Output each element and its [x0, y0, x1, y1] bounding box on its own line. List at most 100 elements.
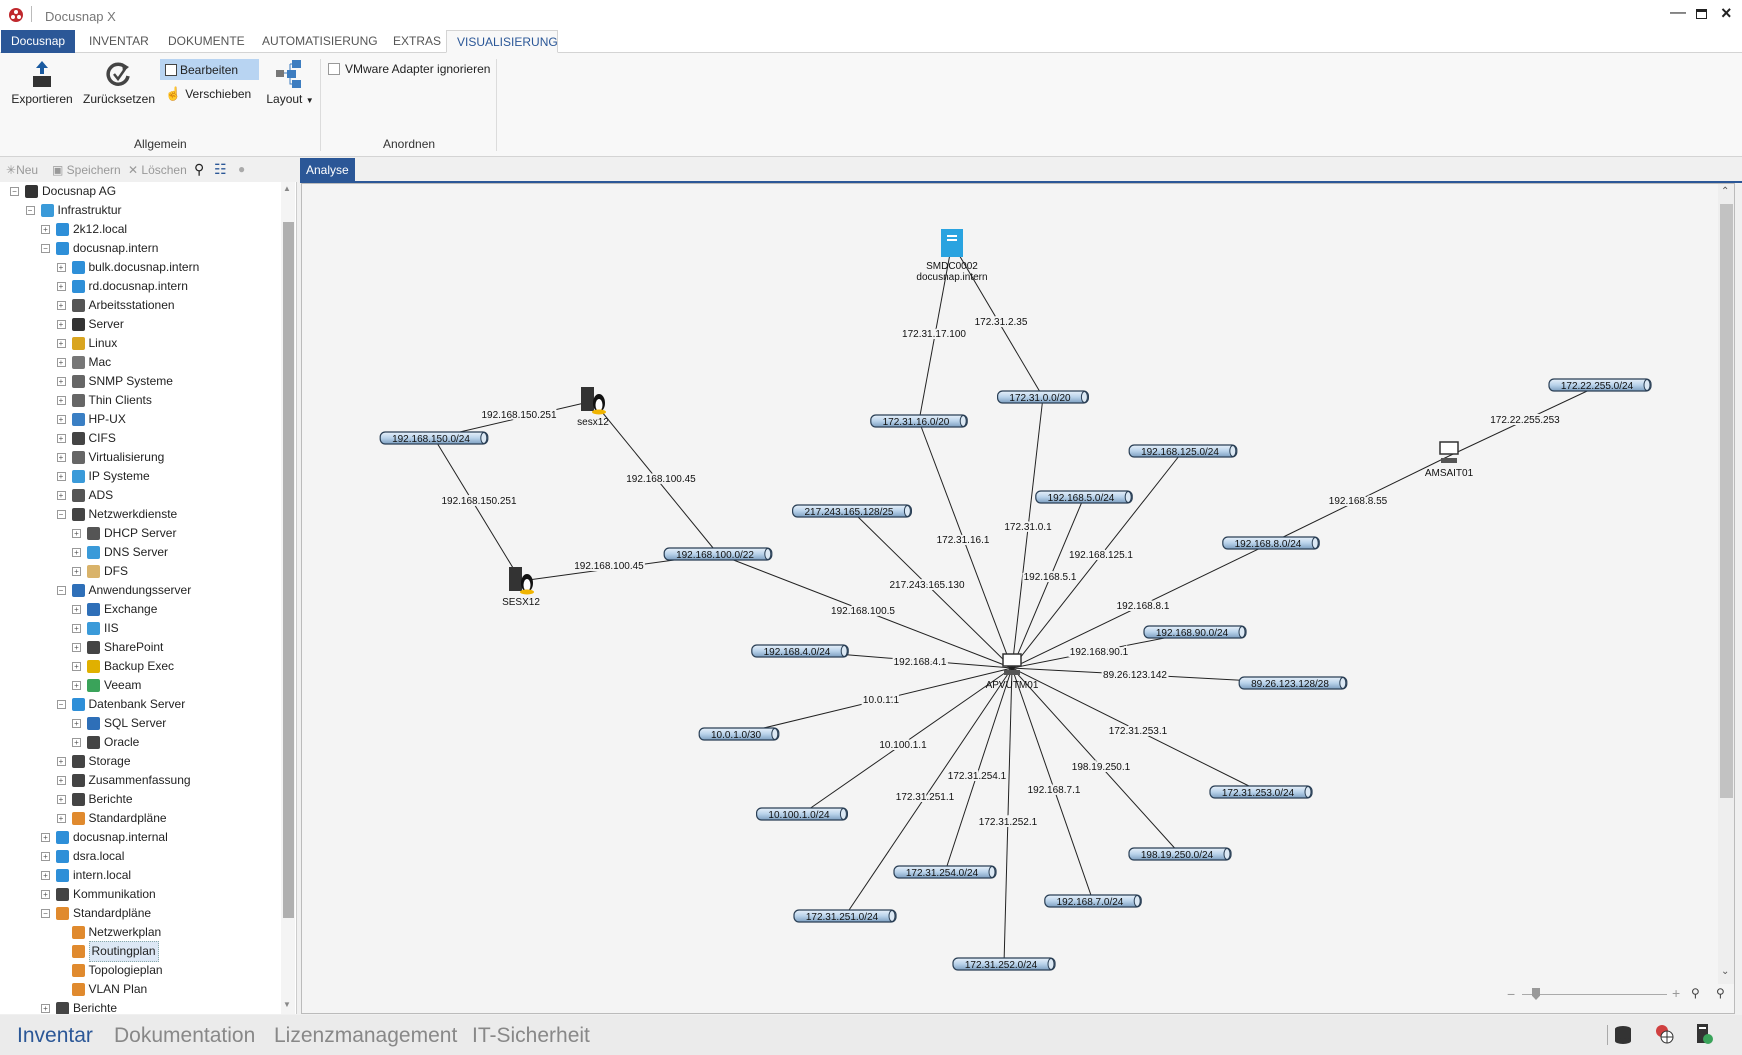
expand-icon[interactable]: +	[56, 472, 66, 481]
subnet-node[interactable]: 192.168.125.0/24	[1128, 444, 1238, 458]
tree-item[interactable]: +Linux	[56, 334, 117, 353]
tree-item[interactable]: −docusnap.intern	[41, 239, 158, 258]
subnet-node[interactable]: 192.168.5.0/24	[1035, 490, 1133, 504]
server-status-icon[interactable]	[1696, 1023, 1714, 1045]
tree-item[interactable]: +Backup Exec	[72, 657, 174, 676]
minimize-button[interactable]: —	[1670, 4, 1686, 21]
find-icon[interactable]: ☷	[214, 161, 227, 177]
host-node[interactable]: SESX12	[502, 567, 540, 608]
canvas-scrollbar[interactable]: ⌃ ⌄	[1718, 184, 1734, 984]
expand-icon[interactable]: +	[56, 301, 66, 310]
expand-icon[interactable]: +	[72, 738, 81, 747]
subnet-node[interactable]: 198.19.250.0/24	[1128, 847, 1232, 861]
collapse-icon[interactable]: −	[56, 586, 66, 595]
tree-item[interactable]: +Standardpläne	[56, 809, 167, 828]
expand-icon[interactable]: +	[56, 396, 66, 405]
tab-docusnap[interactable]: Docusnap	[1, 30, 75, 53]
collapse-icon[interactable]: −	[56, 510, 66, 519]
maximize-button[interactable]	[1696, 9, 1707, 19]
scroll-up-icon[interactable]: ▲	[283, 184, 291, 193]
subnet-node[interactable]: 172.31.0.0/20	[996, 390, 1089, 404]
vmware-ignore-checkbox[interactable]: VMware Adapter ignorieren	[328, 62, 490, 76]
tab-extras[interactable]: EXTRAS	[393, 34, 442, 48]
expand-icon[interactable]: +	[56, 776, 66, 785]
expand-icon[interactable]: +	[56, 377, 66, 386]
tab-dokumente[interactable]: DOKUMENTE	[168, 34, 245, 48]
expand-icon[interactable]: +	[56, 415, 66, 424]
subnet-node[interactable]: 10.0.1.0/30	[698, 727, 780, 741]
expand-icon[interactable]: +	[72, 662, 81, 671]
zoom-fit-icon[interactable]: ⚲	[1691, 986, 1700, 1000]
tree-item[interactable]: −Anwendungsserver	[56, 581, 191, 600]
tree-item[interactable]: +Zusammenfassung	[56, 771, 191, 790]
expand-icon[interactable]: +	[56, 795, 66, 804]
expand-icon[interactable]: +	[56, 358, 66, 367]
expand-icon[interactable]: +	[56, 491, 66, 500]
module-dokumentation[interactable]: Dokumentation	[114, 1024, 256, 1047]
expand-icon[interactable]: +	[72, 529, 81, 538]
subnet-node[interactable]: 172.31.253.0/24	[1209, 785, 1313, 799]
tree-item[interactable]: +Exchange	[72, 600, 157, 619]
subnet-node[interactable]: 192.168.90.0/24	[1143, 625, 1247, 639]
tree-item[interactable]: +CIFS	[56, 429, 116, 448]
zoom-actual-icon[interactable]: ⚲	[1716, 986, 1725, 1000]
tree-item[interactable]: +Kommunikation	[41, 885, 156, 904]
expand-icon[interactable]: +	[56, 339, 66, 348]
expand-icon[interactable]: +	[56, 263, 66, 272]
tree-item[interactable]: Topologieplan	[57, 961, 163, 980]
module-it-sicherheit[interactable]: IT-Sicherheit	[472, 1024, 590, 1047]
tree-item[interactable]: +HP-UX	[56, 410, 126, 429]
move-button[interactable]: ☝ Verschieben	[165, 83, 251, 104]
subnet-node[interactable]: 172.31.16.0/20	[870, 414, 968, 428]
zoom-out-button[interactable]: −	[1507, 986, 1516, 1002]
expand-icon[interactable]: +	[56, 434, 66, 443]
scroll-down-icon[interactable]: ⌄	[1721, 966, 1730, 977]
tree-item[interactable]: +Mac	[56, 353, 111, 372]
tab-automatisierung[interactable]: AUTOMATISIERUNG	[262, 34, 378, 48]
network-globe-icon[interactable]	[1654, 1024, 1674, 1044]
tree-item[interactable]: VLAN Plan	[57, 980, 147, 999]
delete-button[interactable]: ✕ Löschen	[128, 163, 187, 177]
collapse-icon[interactable]: −	[41, 244, 50, 253]
subnet-node[interactable]: 217.243.165.128/25	[792, 504, 913, 518]
export-button[interactable]: Exportieren	[8, 59, 76, 106]
tree-item[interactable]: +2k12.local	[41, 220, 127, 239]
expand-icon[interactable]: +	[72, 548, 81, 557]
collapse-icon[interactable]: −	[25, 206, 35, 215]
edit-button[interactable]: Bearbeiten	[160, 59, 259, 80]
tree-item[interactable]: −Infrastruktur	[25, 201, 122, 220]
zoom-in-button[interactable]: +	[1672, 985, 1681, 1001]
tree-item[interactable]: +IP Systeme	[56, 467, 150, 486]
tree-item[interactable]: +SNMP Systeme	[56, 372, 173, 391]
tree-item[interactable]: +Berichte	[41, 999, 117, 1014]
tree-item[interactable]: Netzwerkplan	[57, 923, 161, 942]
tree-item[interactable]: +Server	[56, 315, 124, 334]
collapse-icon[interactable]: −	[56, 700, 66, 709]
reset-button[interactable]: Zurücksetzen	[82, 59, 156, 106]
host-node[interactable]: APVUTM01	[986, 653, 1039, 691]
tree-item[interactable]: +bulk.docusnap.intern	[56, 258, 199, 277]
expand-icon[interactable]: +	[56, 453, 66, 462]
tree-item[interactable]: +Virtualisierung	[56, 448, 164, 467]
tree-item[interactable]: +Veeam	[72, 676, 141, 695]
expand-icon[interactable]: +	[72, 567, 81, 576]
tree-item[interactable]: +SQL Server	[72, 714, 166, 733]
tree-item[interactable]: +Oracle	[72, 733, 139, 752]
tree-item[interactable]: +DFS	[72, 562, 128, 581]
close-button[interactable]: ×	[1721, 3, 1732, 23]
expand-icon[interactable]: +	[72, 605, 81, 614]
layout-button[interactable]: Layout ▼	[262, 59, 318, 106]
subnet-node[interactable]: 172.31.254.0/24	[893, 865, 997, 879]
zoom-slider-thumb[interactable]	[1532, 988, 1540, 1000]
tree-scrollbar[interactable]: ▲ ▼	[281, 182, 295, 1014]
tree-item[interactable]: +DNS Server	[72, 543, 168, 562]
expand-icon[interactable]: +	[72, 643, 81, 652]
expand-icon[interactable]: +	[56, 282, 66, 291]
tree-item[interactable]: +ADS	[56, 486, 113, 505]
tree-item[interactable]: +Berichte	[56, 790, 133, 809]
expand-icon[interactable]: +	[72, 624, 81, 633]
expand-icon[interactable]: +	[56, 814, 66, 823]
tree-item[interactable]: +Storage	[56, 752, 131, 771]
canvas-scrollbar-thumb[interactable]	[1720, 204, 1733, 798]
tree-item[interactable]: Routingplan	[57, 941, 159, 962]
